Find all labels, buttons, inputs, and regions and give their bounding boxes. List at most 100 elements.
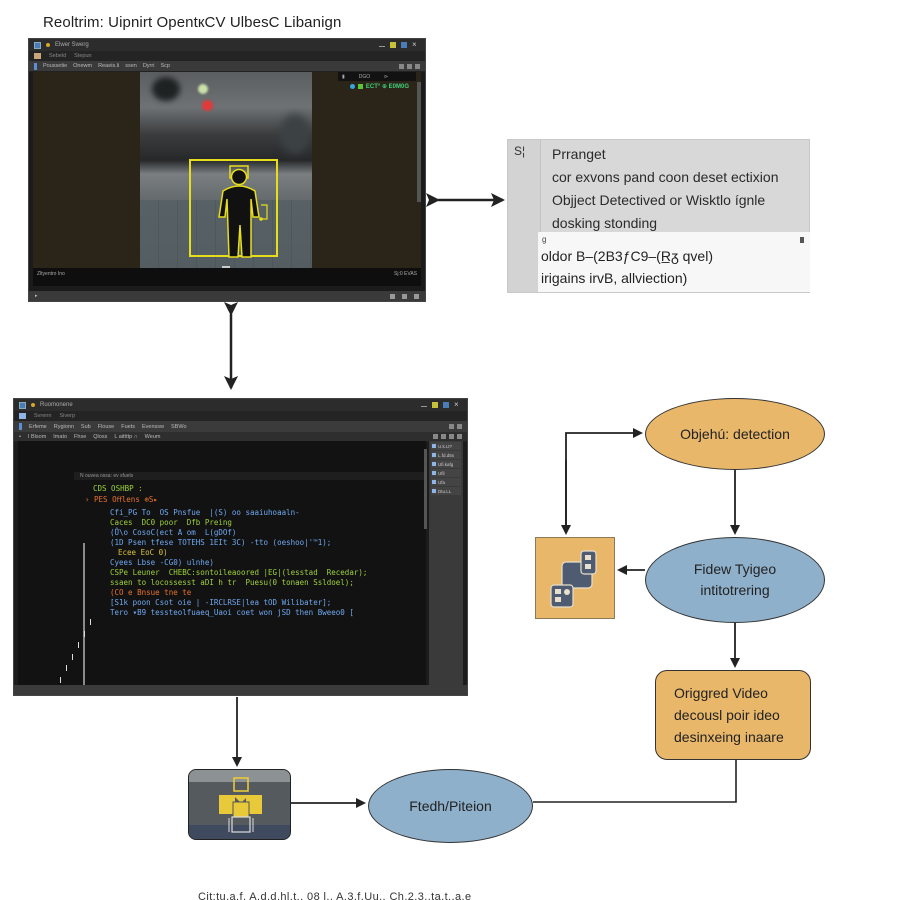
video-canvas[interactable]: ▮DGO⊳ ECT° ⊕ E0M0G <box>33 72 421 269</box>
toolbar-item[interactable]: Erfeme <box>29 423 47 430</box>
toolbar-item[interactable]: SBWo <box>171 423 187 430</box>
close-button[interactable]: × <box>412 40 417 49</box>
network-module-icon[interactable] <box>535 537 615 619</box>
toolbar-icon[interactable] <box>441 434 446 439</box>
toolbar-item[interactable]: Rygionn <box>53 423 74 430</box>
line-marker <box>90 619 91 625</box>
property-item[interactable]: Ufa <box>431 478 461 486</box>
code-line: Tero ▾B9 tessteolfuaeq_Uaoi coet won jSD… <box>110 608 354 617</box>
minimize-button[interactable] <box>421 403 427 407</box>
editor-scrollbar[interactable] <box>424 449 427 529</box>
toolbar-item[interactable]: ssen <box>125 63 137 69</box>
status-right: Sj:0 EVAS <box>394 271 417 277</box>
node-label-line: desinxeing inaare <box>674 729 784 745</box>
toolbar-item[interactable]: Sub <box>80 423 91 430</box>
code-editor[interactable]: N ouvea ossa: ev sfuels CDS OSHBP :› PES… <box>18 441 426 694</box>
zoom-in-button[interactable] <box>414 293 419 299</box>
toolbar-item[interactable]: Qloss <box>93 433 108 440</box>
video-scrollbar[interactable] <box>417 82 421 202</box>
menu-item-2[interactable]: Siverp <box>59 413 76 419</box>
toolbar-item[interactable]: Reaeis.li <box>98 63 120 69</box>
play-button[interactable]: ▸ <box>35 293 38 299</box>
toolbar-icon[interactable] <box>457 424 462 429</box>
object-detection-node[interactable]: Objehú: detection <box>645 398 825 470</box>
scroll-marker-icon <box>800 237 804 243</box>
video-viewer-window: Elwer Swerg × Sebeld Stepun Poussetie On… <box>28 38 426 302</box>
menu-item-1[interactable]: Svrenn <box>34 413 52 419</box>
prompt-line: cor exvons pand coon deset ectixion <box>552 169 779 185</box>
folder-icon[interactable] <box>34 53 41 59</box>
toolbar-item[interactable]: I Blsom <box>27 433 47 440</box>
toolbar-item[interactable]: Scp <box>160 63 170 69</box>
toolbar-icon[interactable] <box>457 434 462 439</box>
checkbox-icon <box>432 462 436 466</box>
overlay-label: ECT° ⊕ E0M0G <box>349 83 409 90</box>
menu-item-2[interactable]: Stepun <box>74 53 92 59</box>
folder-icon[interactable] <box>19 413 26 419</box>
video-status-bar: Zltyentro Ino Sj:0 EVAS <box>33 268 421 286</box>
restore-button[interactable] <box>401 42 407 48</box>
maximize-button[interactable] <box>432 402 438 408</box>
toolbar-icon[interactable] <box>399 63 404 69</box>
toolbar-item[interactable]: Flouse <box>97 423 115 430</box>
property-item[interactable]: U.k.IJ? <box>431 442 461 450</box>
zoom-slider[interactable] <box>402 293 407 299</box>
toolbar-item[interactable]: Fhse <box>74 433 87 440</box>
prompt-output-box[interactable]: g oldor B–(2B3ƒC9–(R̲ᵹ qvel) irigains ir… <box>538 232 810 292</box>
node-label: Objehú: detection <box>680 425 790 442</box>
menu-item-1[interactable]: Sebeld <box>49 53 67 59</box>
toolbar-grip-icon <box>34 62 37 70</box>
output-marker: g <box>542 235 547 244</box>
toolbar-item[interactable]: Evenssw <box>142 423 165 430</box>
prompt-text-upper: Prranget cor exvons pand coon deset ecti… <box>552 143 778 235</box>
overlay-label-text: ECT° ⊕ E0M0G <box>365 84 409 90</box>
background-object <box>152 77 180 101</box>
fetch-position-node[interactable]: Ftedh/Piteion <box>368 769 533 843</box>
code-bottom-bar <box>14 685 467 695</box>
toolbar-item[interactable]: Fuets <box>121 423 135 430</box>
connected-blocks-icon <box>550 550 597 608</box>
toolbar-icon[interactable] <box>415 63 420 69</box>
diagram-title: Reoltrim: Uipnirt OpentкCV UlbesC Libani… <box>43 14 342 31</box>
property-item[interactable]: Ufi.kafg <box>431 460 461 468</box>
seek-handle[interactable] <box>222 266 230 269</box>
checkbox-icon <box>432 480 436 484</box>
maximize-button[interactable] <box>390 42 396 48</box>
properties-panel: U.k.IJ? L.fd.d5s Ufi.kafg Ufil Ufa Dtu.L… <box>429 441 463 685</box>
toolbar-icon[interactable] <box>407 63 412 69</box>
toolbar-bullet-icon: • <box>19 433 21 440</box>
code-line: (Ů\o CosoC(ect A om L(gDOf) <box>110 528 237 537</box>
app-icon <box>34 41 41 49</box>
node-label: Ftedh/Piteion <box>409 797 492 814</box>
close-button[interactable]: × <box>454 400 459 409</box>
tracking-node[interactable]: Fidew Tyigeo intitotrering <box>645 537 825 623</box>
toolbar-item[interactable]: Imato <box>53 433 68 440</box>
node-label: Fidew Tyigeo intitotrering <box>694 559 776 601</box>
connector-line <box>533 760 737 803</box>
video-window-toolbar: Poussetie Onewm Reaeis.li ssen Dyrri Scp <box>29 61 425 72</box>
minimize-button[interactable] <box>379 43 385 47</box>
video-output-node[interactable]: Origgred Video decousl poir ideo desinxe… <box>655 670 811 760</box>
property-item[interactable]: L.fd.d5s <box>431 451 461 459</box>
overlay-header-label: DGO <box>358 73 371 80</box>
zoom-out-button[interactable] <box>390 293 395 299</box>
property-item[interactable]: Dtu.LL <box>431 487 461 495</box>
line-marker <box>72 654 73 660</box>
toolbar-icon[interactable] <box>433 434 438 439</box>
editor-tab-line[interactable]: N ouvea ossa: ev sfuels <box>74 472 424 480</box>
restore-button[interactable] <box>443 402 449 408</box>
toolbar-item[interactable]: Weum <box>144 433 161 440</box>
app-icon <box>19 401 26 409</box>
toolbar-icon[interactable] <box>449 434 454 439</box>
toolbar-item[interactable]: L aittttp ∩ <box>114 433 138 440</box>
toolbar-item[interactable]: Onewm <box>73 63 93 69</box>
processing-module-icon[interactable] <box>188 769 291 840</box>
toolbar-item[interactable]: Poussetie <box>43 63 68 69</box>
property-label: Ufi.kafg <box>438 461 454 467</box>
toolbar-item[interactable]: Dyrri <box>142 63 155 69</box>
toolbar-icon[interactable] <box>449 424 454 429</box>
property-label: Ufil <box>438 470 445 476</box>
property-item[interactable]: Ufil <box>431 469 461 477</box>
code-line: Caces DC0 poor Dfb Preing <box>110 518 232 527</box>
overlay-header: ▮DGO⊳ <box>338 72 416 81</box>
